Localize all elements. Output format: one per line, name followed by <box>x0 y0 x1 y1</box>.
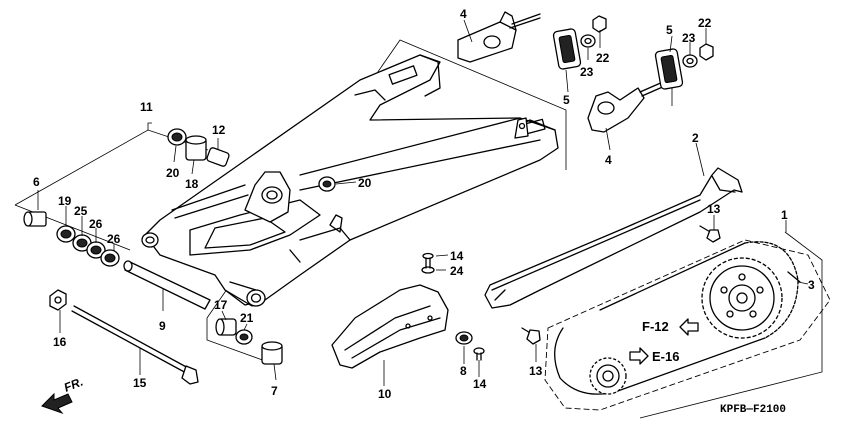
label-13-left: 13 <box>529 364 543 378</box>
label-24: 24 <box>450 264 464 278</box>
part-14-screw-bottom <box>473 347 485 361</box>
label-6: 6 <box>33 175 40 189</box>
part-23-washer-top <box>580 34 596 48</box>
ref-e16-label[interactable]: E-16 <box>652 349 679 364</box>
label-4-bottom: 4 <box>605 153 612 167</box>
part-16-nut <box>49 289 67 311</box>
part-9-collar <box>123 260 211 310</box>
part-7-collar <box>261 341 283 365</box>
label-14-bottom: 14 <box>473 377 487 391</box>
label-22-bottom: 22 <box>698 16 712 30</box>
ref-f12-label[interactable]: F-12 <box>642 319 669 334</box>
part-20-bearing-center <box>318 176 336 192</box>
label-9: 9 <box>159 319 166 333</box>
part-13-bolt-right <box>699 225 721 243</box>
part-labels: 4 5 23 22 4 5 23 22 2 1 3 13 13 14 24 10… <box>33 7 815 401</box>
label-21: 21 <box>240 311 254 325</box>
label-4-top: 4 <box>460 7 467 21</box>
label-16: 16 <box>53 335 67 349</box>
part-21-bearing <box>235 329 253 345</box>
part-3-chain-joint <box>787 271 801 283</box>
label-11: 11 <box>140 100 153 114</box>
label-5-top: 5 <box>563 93 570 107</box>
label-26-a: 26 <box>89 217 103 231</box>
label-8: 8 <box>460 364 467 378</box>
part-8-grommet <box>455 331 473 345</box>
label-14-top: 14 <box>450 249 464 263</box>
part-5-plate-top <box>552 28 582 70</box>
label-2: 2 <box>692 131 699 145</box>
chain-group-outline <box>544 231 831 419</box>
part-23-washer-bottom <box>682 54 698 68</box>
part-15-bolt <box>71 305 199 385</box>
swingarm <box>141 54 559 307</box>
label-15: 15 <box>133 376 147 390</box>
label-20-top: 20 <box>166 166 180 180</box>
part-26-bearing-b <box>100 249 120 267</box>
rear-sprocket <box>701 257 783 339</box>
part-19-seal <box>56 225 76 243</box>
front-direction-arrow: FR. <box>41 375 85 415</box>
label-18: 18 <box>185 177 199 191</box>
label-13-right: 13 <box>707 202 721 216</box>
leader-lines <box>37 19 809 386</box>
label-10: 10 <box>378 387 392 401</box>
part-22-nut-top <box>592 15 607 33</box>
part-2-chain-case <box>484 167 743 309</box>
part-12-collar <box>206 147 230 167</box>
label-17: 17 <box>214 298 228 312</box>
label-1: 1 <box>781 208 788 222</box>
part-24-washer <box>421 266 435 274</box>
label-23-top: 23 <box>580 65 594 79</box>
part-4-adjuster-top <box>457 11 541 63</box>
label-7: 7 <box>271 384 278 398</box>
ref-e16-callout[interactable]: E-16 <box>629 347 679 365</box>
label-23-bottom: 23 <box>682 31 696 45</box>
front-sprocket <box>589 357 627 395</box>
label-22-top: 22 <box>596 51 610 65</box>
part-17-collar <box>215 318 237 336</box>
label-12: 12 <box>212 123 226 137</box>
part-4-adjuster-bottom <box>587 77 675 133</box>
part-20-bearing <box>167 128 187 146</box>
part-18-collar <box>185 135 207 161</box>
part-1-drive-chain <box>554 241 799 395</box>
part-6-bushing <box>23 211 47 227</box>
label-20-center: 20 <box>358 176 372 190</box>
chain-adjusters <box>457 11 714 133</box>
part-10-chain-guide <box>331 284 449 369</box>
diagram-code: KPFB—F2100 <box>720 404 786 416</box>
label-26-b: 26 <box>107 232 121 246</box>
ref-f12-callout[interactable]: F-12 <box>642 318 699 336</box>
part-13-bolt-left <box>521 327 541 345</box>
label-25: 25 <box>74 204 88 218</box>
part-14-screw-top <box>422 252 434 269</box>
label-19: 19 <box>58 194 72 208</box>
label-3: 3 <box>808 278 815 292</box>
direction-label: FR. <box>62 375 85 395</box>
label-5-bottom: 5 <box>666 23 673 37</box>
part-22-nut-bottom <box>699 43 714 61</box>
part-5-plate-bottom <box>654 48 684 90</box>
